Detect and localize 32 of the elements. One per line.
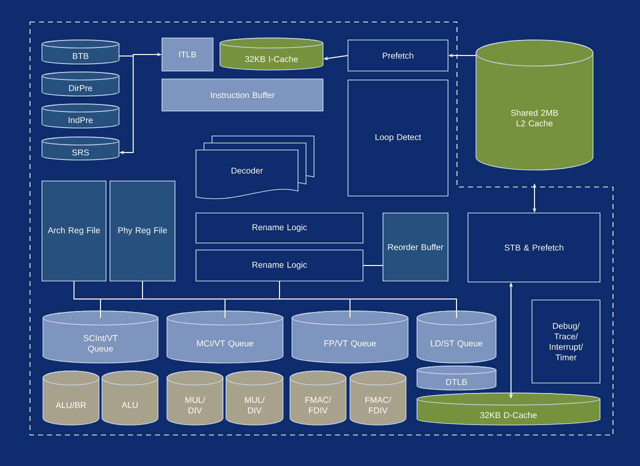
cache-cylinder: 32KB D-Cache [416,392,600,426]
stb-box: STB & Prefetch [468,212,600,282]
tlb-box: ITLB [162,38,214,72]
unit-cylinder: ALU/BR [42,370,100,426]
cache-cylinder: Shared 2MB L2 Cache [476,40,594,170]
tlb-cylinder: DTLB [416,366,496,390]
rename-box: Rename Logic [196,250,364,282]
register-file-box: Phy Reg File [110,180,176,282]
connector [118,56,134,154]
decoder-stack: Decoder [196,136,314,200]
queue-cylinder: SCInt/VT Queue [42,310,158,364]
unit-cylinder: ALU [102,370,158,426]
loop-detect-box: Loop Detect [348,80,448,196]
predictor-cylinder: DirPre [42,72,120,96]
predictor-cylinder: SRS [42,136,120,160]
unit-cylinder: FMAC/ FDIV [350,370,406,426]
unit-cylinder: FMAC/ FDIV [290,370,346,426]
queue-cylinder: LD/ST Queue [416,310,496,364]
unit-cylinder: MUL/ DIV [226,370,284,426]
unit-cylinder: MUL/ DIV [166,370,224,426]
cache-cylinder: 32KB I-Cache [220,38,324,70]
predictor-cylinder: IndPre [42,104,120,128]
queue-cylinder: MCI/VT Queue [166,310,284,364]
predictor-cylinder: BTB [42,40,120,64]
connector [362,265,384,266]
rename-box: Rename Logic [196,212,364,244]
debug-box: Debug/ Trace/ Interrupt/ Timer [532,300,600,384]
queue-cylinder: FP/VT Queue [292,310,408,364]
buffer-box: Instruction Buffer [162,78,324,112]
register-file-box: Arch Reg File [42,180,106,282]
prefetch-box: Prefetch [348,40,448,72]
reorder-buffer-box: Reorder Buffer [382,212,448,282]
